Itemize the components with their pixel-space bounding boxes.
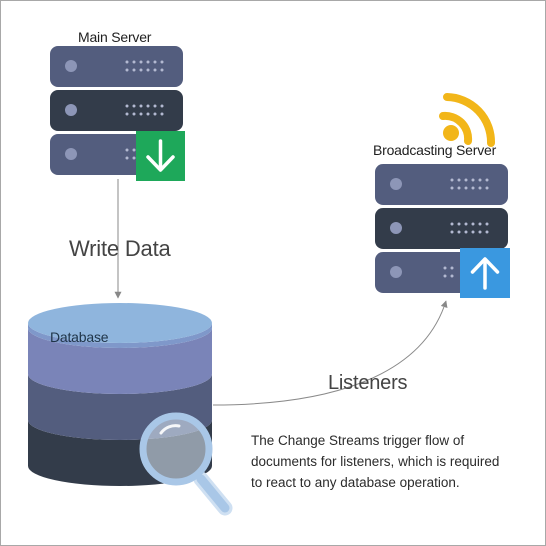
description-text: The Change Streams trigger flow of docum… — [251, 433, 500, 490]
server-unit — [375, 164, 508, 205]
listeners-label: Listeners — [328, 372, 408, 394]
main-server — [50, 46, 185, 181]
server-unit — [50, 90, 183, 131]
write-data-label: Write Data — [69, 236, 171, 261]
arrow-down-icon — [136, 131, 185, 181]
server-unit — [375, 208, 508, 249]
listeners-arrow — [212, 300, 448, 406]
broadcast-signal-icon — [439, 93, 496, 147]
broadcasting-server-title: Broadcasting Server — [373, 142, 497, 158]
main-server-title: Main Server — [78, 29, 152, 45]
database-label: Database — [50, 329, 109, 345]
broadcasting-server — [375, 164, 510, 298]
arrow-up-icon — [460, 248, 510, 298]
server-unit — [50, 46, 183, 87]
magnifier-icon — [139, 412, 233, 516]
